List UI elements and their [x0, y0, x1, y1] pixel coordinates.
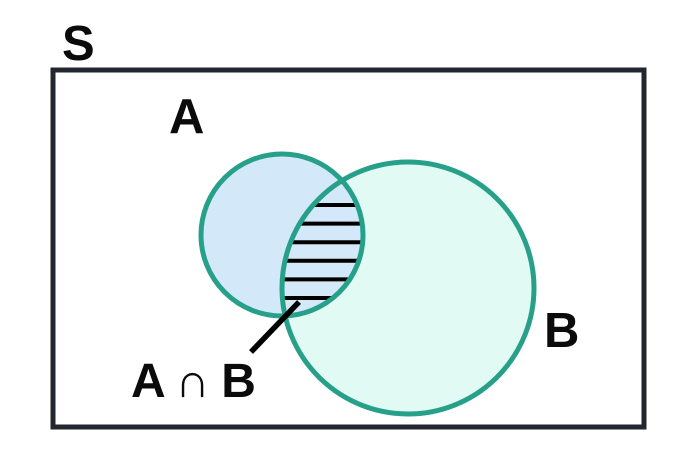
intersection-label: A ∩ B	[131, 355, 255, 408]
intersection-pointer-line	[249, 300, 301, 354]
set-b-label: B	[544, 304, 579, 358]
universal-set-label: S	[62, 17, 95, 71]
intersection-hatching-clip-a	[282, 203, 363, 300]
set-b-circle-outline	[279, 159, 537, 417]
set-a-label: A	[169, 90, 204, 144]
intersection-hatching	[282, 203, 363, 300]
